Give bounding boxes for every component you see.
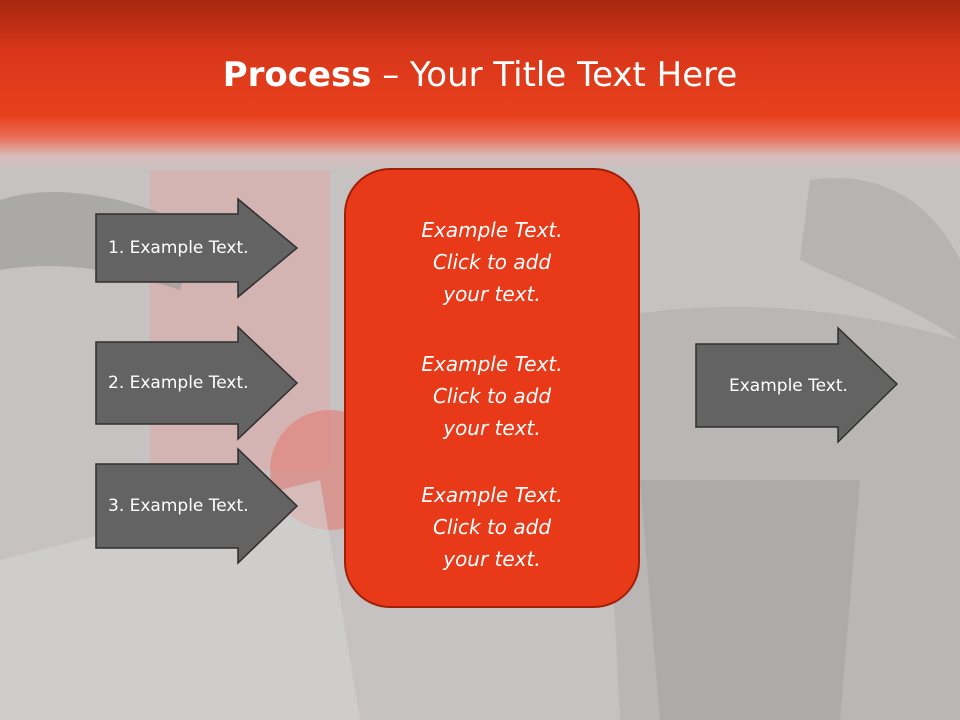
arrow-shape: [95, 447, 299, 565]
center-text-line: Click to add: [432, 384, 552, 408]
center-text-line: Example Text.: [421, 218, 563, 242]
title-bold: Process: [222, 55, 372, 95]
left-arrow-2: 2. Example Text.: [95, 325, 299, 441]
center-text-line: Example Text.: [421, 483, 563, 507]
arrow-shape: [95, 197, 299, 299]
left-arrow-label: 3. Example Text.: [108, 496, 249, 516]
left-arrow-label: 1. Example Text.: [108, 238, 249, 258]
slide-title: Process – Your Title Text Here: [0, 52, 960, 98]
left-arrow-label: 2. Example Text.: [108, 373, 249, 393]
center-text-line: your text.: [443, 416, 541, 440]
center-process-box: Example Text. Click to add your text. Ex…: [344, 168, 640, 608]
center-text-line: Example Text.: [421, 352, 563, 376]
left-arrow-3: 3. Example Text.: [95, 447, 299, 565]
right-arrow-label: Example Text.: [729, 375, 848, 396]
center-text-block-3: Example Text. Click to add your text.: [346, 479, 638, 575]
center-text-block-2: Example Text. Click to add your text.: [346, 348, 638, 444]
arrow-shape: [95, 325, 299, 441]
center-text-line: Click to add: [432, 515, 552, 539]
arrow-shape: [695, 326, 899, 444]
header-band: [0, 0, 960, 170]
left-arrow-1: 1. Example Text.: [95, 197, 299, 299]
center-text-block-1: Example Text. Click to add your text.: [346, 214, 638, 310]
title-rest: – Your Title Text Here: [371, 55, 738, 95]
center-text-line: Click to add: [432, 250, 552, 274]
center-text-line: your text.: [443, 547, 541, 571]
center-text-line: your text.: [443, 282, 541, 306]
right-arrow: Example Text.: [695, 326, 899, 444]
